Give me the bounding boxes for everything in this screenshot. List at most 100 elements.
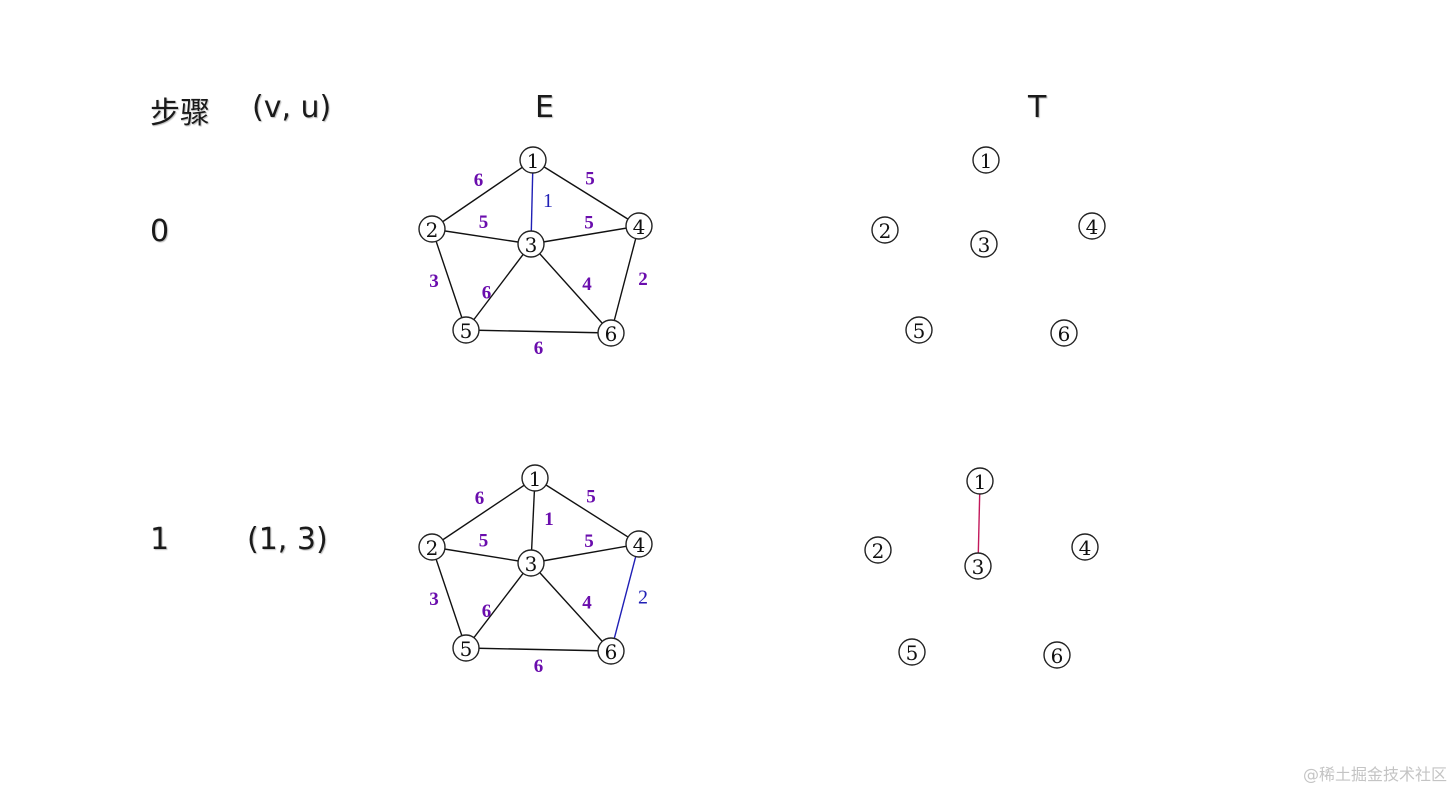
watermark: @稀土掘金技术社区 [1302,765,1447,784]
edge-1-2 [431,159,534,230]
T-node-2-circle [864,536,892,564]
edge-3-4-weight: 5 [584,531,594,552]
edge-3-6-weight: 4 [582,593,592,614]
tree-edge-1-3 [977,480,981,567]
T-node-5: 5 [906,641,919,665]
edge-1-4 [532,159,640,227]
T-node-1: 1 [974,470,987,494]
edge-1-2 [431,477,536,548]
header-edge: (v, u) [252,90,332,125]
step-1-number: 1 [150,522,170,557]
T-node-6-circle [1043,641,1071,669]
edge-4-6-weight: 2 [638,269,648,290]
edge-3-6 [530,562,612,652]
edge-4-6 [610,543,640,652]
edge-3-6-weight: 4 [582,274,592,295]
T-node-5-circle [905,316,933,344]
T-node-4: 4 [1079,536,1092,560]
header-T: T [1028,90,1047,125]
T-node-3: 3 [972,555,985,579]
E-node-1-circle [519,146,547,174]
edge-1-3 [530,477,536,564]
E-node-4: 4 [633,215,646,239]
edge-1-4 [534,477,640,545]
edge-5-6-weight: 6 [534,338,544,359]
E-node-6: 6 [605,640,618,664]
T-node-6-circle [1050,319,1078,347]
E-node-1: 1 [527,149,540,173]
E-node-4-circle [625,530,653,558]
T-node-5: 5 [913,319,926,343]
graph-T-row-1: 1 2 3 4 5 6 [864,467,1099,669]
E-node-2: 2 [426,218,439,242]
graph-T-row-0: 1 2 3 4 5 6 [871,146,1106,347]
edge-2-3-weight: 5 [479,212,489,233]
edge-2-3 [431,546,532,564]
edge-3-5 [465,243,532,331]
T-node-4: 4 [1086,215,1099,239]
T-node-1-circle [972,146,1000,174]
edge-2-3-weight: 5 [479,531,489,552]
E-node-2: 2 [426,536,439,560]
edge-1-4-weight: 5 [585,169,595,190]
T-node-6: 6 [1051,644,1064,668]
T-node-1-circle [966,467,994,495]
E-node-4: 4 [633,533,646,557]
E-node-3: 3 [525,233,538,257]
edge-4-6-weight: 2 [638,587,648,609]
edge-4-6 [610,225,640,334]
edge-1-2-weight: 6 [475,488,485,509]
step-1-edge: (1, 3) [247,522,328,557]
edge-1-3-weight: 1 [544,509,554,530]
T-node-3: 3 [978,233,991,257]
edge-3-4 [530,543,640,564]
E-node-2-circle [418,215,446,243]
edge-3-4 [530,225,640,245]
step-0-number: 0 [150,214,170,249]
header-step: 步骤 [150,96,210,131]
T-node-2-circle [871,216,899,244]
T-node-2: 2 [879,219,892,243]
E-node-1-circle [521,464,549,492]
E-node-6-circle [597,319,625,347]
edge-5-6-weight: 6 [534,656,544,677]
E-node-3-circle [517,230,545,258]
edge-2-3 [431,228,532,245]
edge-2-5-weight: 3 [429,589,439,610]
edge-1-3-weight: 1 [543,190,553,212]
E-node-3-circle [517,549,545,577]
edge-2-5 [431,546,467,649]
edge-2-5-weight: 3 [429,271,439,292]
edge-5-6 [465,647,612,652]
T-node-1: 1 [980,149,993,173]
E-node-2-circle [418,533,446,561]
T-node-4-circle [1071,533,1099,561]
header-E: E [535,90,554,125]
E-node-5-circle [452,634,480,662]
edge-2-5 [431,228,467,331]
edge-3-5-weight: 6 [482,283,492,304]
E-node-5-circle [452,316,480,344]
E-node-5: 5 [460,319,473,343]
T-node-5-circle [898,638,926,666]
edge-3-5-weight: 6 [482,601,492,622]
T-node-2: 2 [872,539,885,563]
edge-1-3 [530,159,534,245]
T-node-4-circle [1078,212,1106,240]
T-node-3-circle [964,552,992,580]
edge-3-4-weight: 5 [584,213,594,234]
edge-3-6 [530,243,612,334]
edge-1-4-weight: 5 [586,487,596,508]
T-node-6: 6 [1058,322,1071,346]
E-node-5: 5 [460,637,473,661]
E-node-4-circle [625,212,653,240]
E-node-3: 3 [525,552,538,576]
edge-1-2-weight: 6 [474,170,484,191]
edge-3-5 [465,562,532,649]
E-node-6: 6 [605,322,618,346]
